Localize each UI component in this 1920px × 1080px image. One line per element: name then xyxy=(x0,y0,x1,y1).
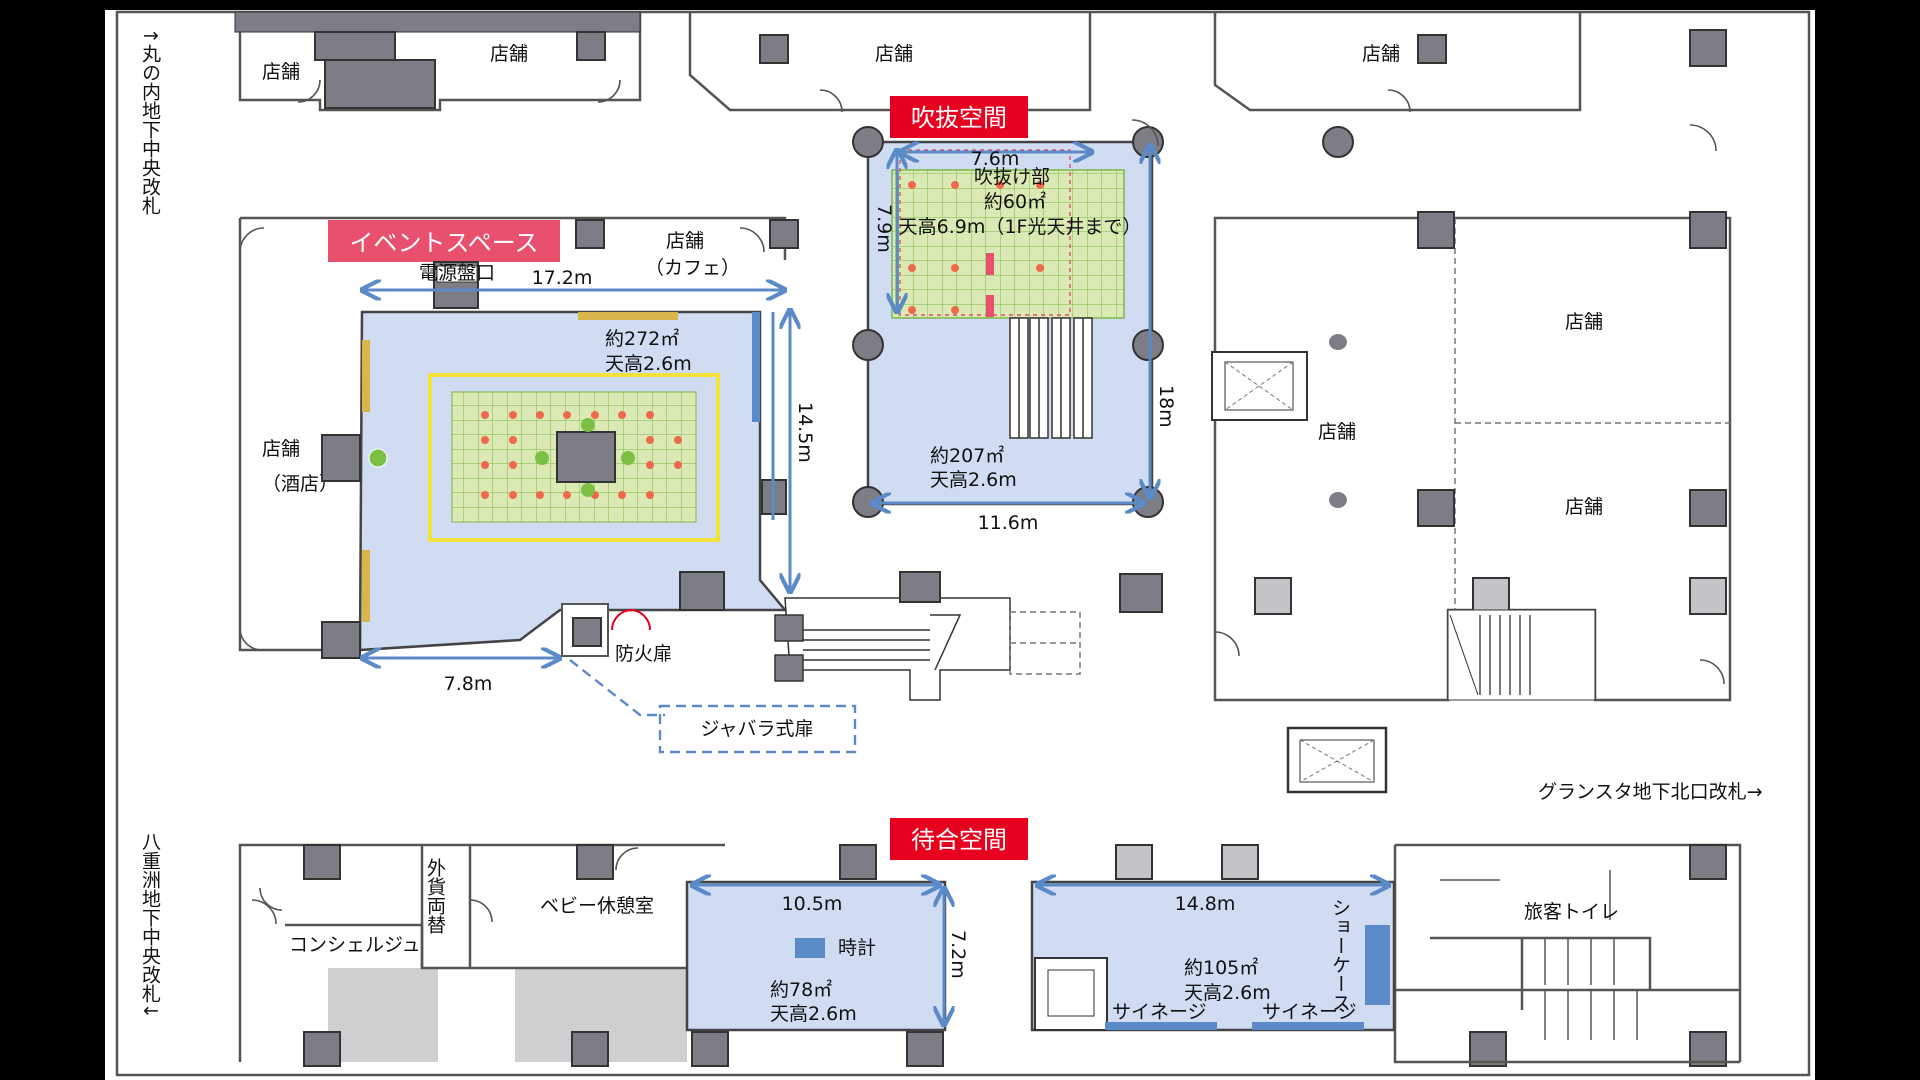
bottom-rooms: コンシェルジュ 外貨両替 ベビー休憩室 旅客トイレ xyxy=(238,843,1742,1067)
machiai-left-zone: 10.5m 時計 7.2m 約78㎡ 天高2.6m xyxy=(685,882,969,1032)
fukinuke-void-grid xyxy=(891,169,1125,319)
machiai-title-badge xyxy=(890,818,1028,860)
baby-room-label: ベビー休憩室 xyxy=(540,895,654,917)
tenant-liquor-label: （酒店） xyxy=(262,473,338,495)
top-shops: 店舗 店舗 店舗 店舗 xyxy=(234,11,1727,113)
stairs-center xyxy=(774,571,1081,701)
toilet-label: 旅客トイレ xyxy=(1524,901,1619,923)
currency-exchange-label: 外貨両替 xyxy=(424,858,446,934)
tenant-label: 店舗 xyxy=(490,43,528,65)
void-ceiling-label: 天高6.9m（1F光天井まで） xyxy=(899,216,1142,238)
void-area-label: 約60㎡ xyxy=(984,190,1046,213)
machiai-right-area-label: 約105㎡ xyxy=(1184,956,1258,979)
void-name-label: 吹抜け部 xyxy=(974,166,1050,188)
event-depth-label: 14.5m xyxy=(794,402,816,463)
concierge-label: コンシェルジュ xyxy=(289,934,421,956)
event-title: イベントスペース xyxy=(349,229,538,257)
floor-plan: 店舗 店舗 店舗 店舗 ↑丸の内地下中央改札 吹抜空間 xyxy=(105,10,1815,1080)
tenant-label: 店舗 xyxy=(1318,421,1356,443)
grand-sta-gate-label: グランスタ地下北口改札→ xyxy=(1538,781,1763,803)
tenant-label: 店舗 xyxy=(262,438,300,460)
event-title-badge xyxy=(328,220,560,262)
machiai-right-ceiling-label: 天高2.6m xyxy=(1184,982,1271,1004)
fukinuke-ceiling-label: 天高2.6m xyxy=(930,469,1017,491)
clock-label: 時計 xyxy=(838,937,876,959)
floor-plan-svg: 店舗 店舗 店舗 店舗 ↑丸の内地下中央改札 吹抜空間 xyxy=(115,10,1811,1077)
yaesu-gate-label: 八重洲地下中央改札↓ xyxy=(139,832,161,1019)
event-ceiling-label: 天高2.6m xyxy=(605,353,692,375)
electric-panel-label: 電源盤口 xyxy=(419,262,495,284)
fukinuke-depth-label: 18m xyxy=(1155,385,1177,428)
event-bottom-width-label: 7.8m xyxy=(444,673,493,695)
event-width-label: 17.2m xyxy=(532,267,593,289)
accordion-door-label: ジャバラ式扉 xyxy=(700,718,813,740)
fukinuke-area: 吹抜空間 7.6m xyxy=(852,96,1354,613)
tenant-label: 店舗 xyxy=(262,61,300,83)
event-yellow-frame xyxy=(428,373,720,542)
fire-door-label: 防火扉 xyxy=(615,643,672,665)
signage-label: サイネージ xyxy=(1112,1001,1207,1023)
void-width-label: 7.6m xyxy=(971,148,1020,170)
fukinuke-width-label: 11.6m xyxy=(978,512,1039,534)
showcase-label: ショーケース xyxy=(1329,898,1351,1012)
tenant-label: 店舗 xyxy=(1565,496,1603,518)
fukinuke-area-label: 約207㎡ xyxy=(930,444,1004,467)
event-space: 店舗 （酒店） 店舗 （カフェ） イベントスペース xyxy=(238,216,857,754)
fukinuke-title: 吹抜空間 xyxy=(911,104,1007,132)
machiai-left-area-label: 約78㎡ xyxy=(770,978,832,1001)
tenant-label: 店舗 xyxy=(666,230,704,252)
signage-label: サイネージ xyxy=(1262,1001,1357,1023)
fukinuke-title-badge xyxy=(890,96,1028,138)
outer-wall xyxy=(115,10,1811,1077)
machiai-left-depth-label: 7.2m xyxy=(947,930,969,979)
machiai-left-width-label: 10.5m xyxy=(782,893,843,915)
marunouchi-gate-label: ↑丸の内地下中央改札 xyxy=(139,28,161,215)
tenant-label: 店舗 xyxy=(875,43,913,65)
right-shops: 店舗 店舗 店舗 xyxy=(1211,124,1732,794)
tenant-label: 店舗 xyxy=(1565,311,1603,333)
machiai-right-width-label: 14.8m xyxy=(1175,893,1236,915)
event-area-label: 約272㎡ xyxy=(605,327,679,350)
machiai-right-zone: 14.8m 約105㎡ 天高2.6m ショーケース サイネージ サイネージ xyxy=(1030,882,1396,1032)
machiai-left-ceiling-label: 天高2.6m xyxy=(770,1003,857,1025)
tenant-label: 店舗 xyxy=(1362,43,1400,65)
machiai-title: 待合空間 xyxy=(911,826,1007,854)
void-depth-label: 7.9m xyxy=(873,204,895,253)
tenant-cafe-label: （カフェ） xyxy=(645,257,740,279)
